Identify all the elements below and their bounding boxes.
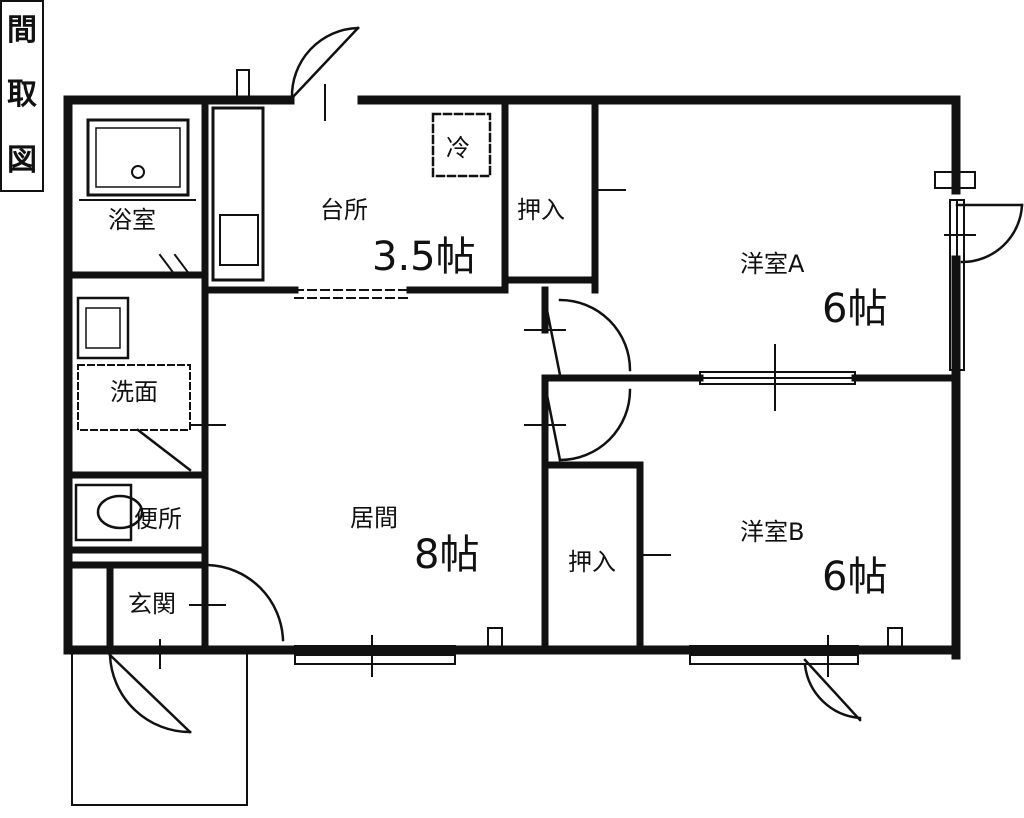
kitchen-sink bbox=[219, 214, 259, 266]
room-kitchen-label: 台所 bbox=[320, 196, 368, 224]
room-washroom-label: 洗面 bbox=[110, 378, 158, 406]
room-entrance-label: 玄関 bbox=[128, 590, 176, 618]
room-western-b-size: 6帖 bbox=[822, 554, 887, 600]
room-living-size: 8帖 bbox=[414, 532, 479, 578]
room-western-a-label: 洋室A bbox=[740, 250, 805, 278]
kitchen-counter bbox=[211, 106, 265, 282]
room-western-a-size: 6帖 bbox=[822, 286, 887, 332]
refrigerator-space bbox=[431, 112, 492, 178]
washing-machine-space bbox=[77, 364, 191, 431]
room-toilet-label: 便所 bbox=[134, 505, 182, 533]
room-bath-label: 浴室 bbox=[108, 206, 156, 234]
interior-walls bbox=[64, 96, 960, 654]
refrigerator-label: 冷 bbox=[446, 134, 470, 162]
floorplan-title-label: 間 取 図 bbox=[0, 0, 44, 192]
room-living-label: 居間 bbox=[350, 504, 398, 532]
windows bbox=[294, 199, 965, 665]
title-char-3: 図 bbox=[7, 143, 37, 178]
room-kitchen-size: 3.5帖 bbox=[372, 234, 476, 280]
bathtub bbox=[86, 118, 190, 197]
room-western-b-label: 洋室B bbox=[740, 518, 804, 546]
room-closet-top-label: 押入 bbox=[517, 196, 565, 224]
fixtures bbox=[158, 171, 976, 651]
tick-marks bbox=[159, 84, 976, 677]
title-char-2: 取 bbox=[7, 77, 37, 112]
doors bbox=[108, 26, 1024, 734]
title-char-1: 間 bbox=[7, 13, 37, 48]
toilet-bowl bbox=[74, 483, 133, 542]
washbasin bbox=[76, 296, 130, 360]
room-closet-bottom-label: 押入 bbox=[568, 548, 616, 576]
